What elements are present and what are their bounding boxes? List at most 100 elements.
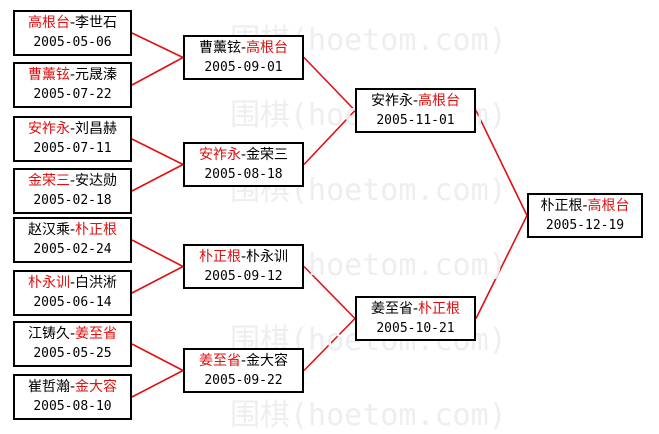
match-date: 2005-12-19 [545, 217, 625, 233]
separator: - [240, 146, 247, 163]
player-1: 崔哲瀚 [27, 379, 70, 395]
player-2: 元晟溱 [75, 67, 118, 83]
player-2: 朴正根 [75, 222, 118, 238]
match-date: 2005-07-22 [33, 87, 112, 102]
match-players: 崔哲瀚-金大容 [15, 377, 130, 397]
connector-r1-3 [131, 138, 184, 166]
match-r1-1[interactable]: 高根台-李世石 2005-05-06 [13, 10, 132, 56]
separator: - [240, 248, 247, 265]
match-players: 江铸久-姜至省 [15, 324, 130, 344]
player-2: 朴永训 [246, 248, 289, 265]
connector-r1-2 [131, 56, 184, 86]
match-players: 金荣三-安达勋 [15, 171, 130, 191]
player-2: 刘昌赫 [75, 121, 118, 137]
player-1: 高根台 [27, 15, 70, 31]
connector-r1-4 [131, 163, 184, 192]
separator: - [69, 222, 76, 238]
match-date: 2005-06-14 [33, 295, 112, 310]
separator: - [240, 352, 247, 369]
match-players: 安祚永-高根台 [357, 91, 474, 111]
connector-r2-4 [303, 317, 356, 372]
match-date: 2005-10-21 [376, 320, 455, 336]
match-date: 2005-02-18 [33, 193, 112, 208]
player-2: 高根台 [246, 39, 289, 56]
player-1: 姜至省 [198, 352, 241, 369]
match-r1-5[interactable]: 赵汉乘-朴正根 2005-02-24 [13, 217, 132, 263]
match-players: 姜至省-金大容 [185, 351, 302, 371]
match-players: 安祚永-金荣三 [185, 145, 302, 165]
player-1: 曹薰铉 [198, 39, 241, 56]
match-players: 姜至省-朴正根 [357, 299, 474, 319]
player-1: 朴正根 [540, 197, 583, 214]
connector-r2-3 [303, 265, 356, 320]
match-date: 2005-05-25 [33, 346, 112, 361]
connector-r1-5 [131, 239, 184, 268]
connector-r3-2 [475, 215, 528, 319]
player-2: 安达勋 [75, 173, 118, 189]
player-1: 金荣三 [27, 173, 70, 189]
player-2: 高根台 [587, 197, 630, 214]
player-1: 赵汉乘 [27, 222, 70, 238]
match-date: 2005-05-06 [33, 35, 112, 50]
separator: - [69, 173, 76, 189]
connector-r1-6 [131, 265, 184, 294]
match-players: 朴永训-白洪淅 [15, 273, 130, 293]
match-date: 2005-08-18 [204, 166, 283, 182]
match-date: 2005-09-01 [204, 59, 283, 75]
connector-r2-2 [303, 109, 356, 166]
separator: - [412, 300, 419, 317]
connector-r2-1 [303, 56, 356, 112]
connector-r1-7 [131, 343, 184, 372]
player-2: 姜至省 [75, 326, 118, 342]
match-date: 2005-09-22 [204, 372, 283, 388]
separator: - [69, 275, 76, 291]
match-date: 2005-07-11 [33, 141, 112, 156]
player-2: 金大容 [246, 352, 289, 369]
player-1: 江铸久 [27, 326, 70, 342]
match-date: 2005-11-01 [376, 112, 455, 128]
match-players: 朴正根-朴永训 [185, 247, 302, 267]
match-r1-4[interactable]: 金荣三-安达勋 2005-02-18 [13, 168, 132, 214]
player-1: 朴永训 [27, 275, 70, 291]
separator: - [582, 197, 588, 214]
match-r1-7[interactable]: 江铸久-姜至省 2005-05-25 [13, 321, 132, 367]
separator: - [69, 379, 76, 395]
match-players: 赵汉乘-朴正根 [15, 220, 130, 240]
player-1: 安祚永 [27, 121, 70, 137]
match-r1-2[interactable]: 曹薰铉-元晟溱 2005-07-22 [13, 62, 132, 108]
connector-r3-1 [475, 110, 528, 216]
player-1: 安祚永 [370, 92, 413, 109]
player-2: 白洪淅 [75, 275, 118, 291]
match-players: 曹薰铉-元晟溱 [15, 65, 130, 85]
player-2: 朴正根 [418, 300, 461, 317]
player-2: 金大容 [75, 379, 118, 395]
player-1: 安祚永 [198, 146, 241, 163]
match-r2-1[interactable]: 曹薰铉-高根台 2005-09-01 [183, 35, 304, 80]
player-2: 李世石 [75, 15, 118, 31]
connector-r1-1 [131, 32, 184, 59]
separator: - [240, 39, 247, 56]
separator: - [412, 92, 419, 109]
player-2: 高根台 [418, 92, 461, 109]
watermark-text: 围棋(hoetom.com) [230, 398, 507, 433]
player-1: 朴正根 [198, 248, 241, 265]
player-1: 姜至省 [370, 300, 413, 317]
player-2: 金荣三 [246, 146, 289, 163]
match-date: 2005-09-12 [204, 268, 283, 284]
match-r1-6[interactable]: 朴永训-白洪淅 2005-06-14 [13, 270, 132, 316]
connector-r1-8 [131, 369, 184, 398]
match-date: 2005-02-24 [33, 242, 112, 257]
match-players: 朴正根-高根台 [529, 196, 641, 216]
separator: - [69, 326, 76, 342]
match-players: 高根台-李世石 [15, 13, 130, 33]
